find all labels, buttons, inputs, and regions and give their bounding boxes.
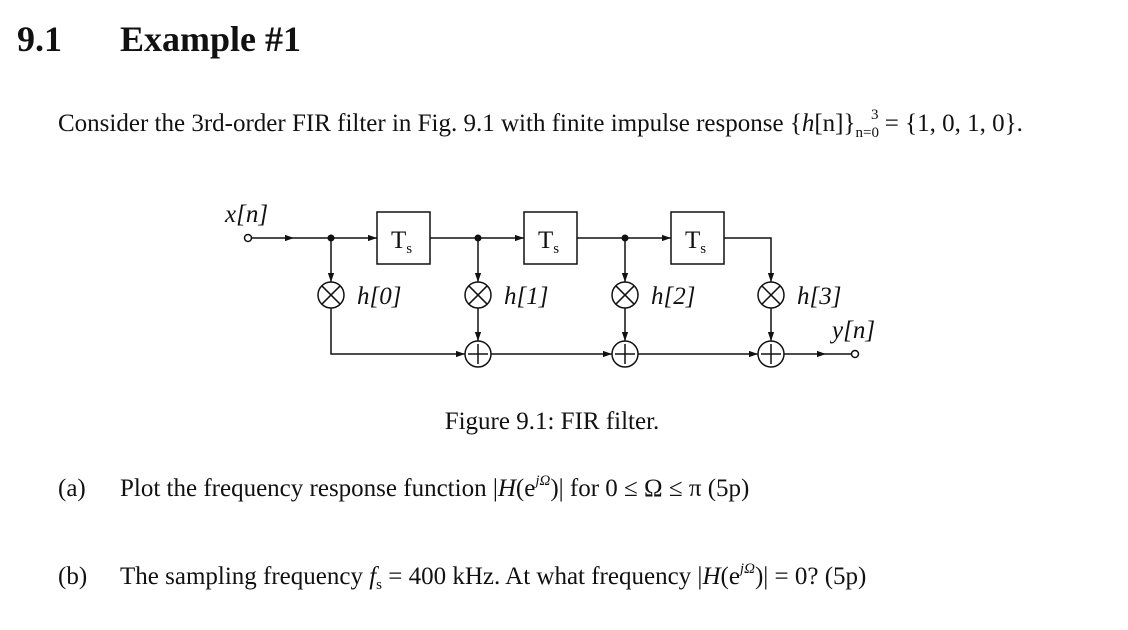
adder-2 [611, 340, 639, 368]
delay-block-2 [523, 211, 578, 265]
question-a-e: (e [515, 475, 536, 502]
question-a-exponent: jΩ [535, 473, 551, 489]
coefficient-label-2: h[2] [651, 283, 695, 310]
output-label: y[n] [829, 317, 875, 344]
question-b-H: H [702, 563, 721, 590]
multiplier-3 [757, 281, 785, 309]
question-b-exponent: jΩ [739, 561, 755, 577]
adder-3 [757, 340, 785, 368]
question-b-e: (e [720, 563, 740, 590]
wire-to-mult-3 [724, 237, 775, 282]
figure-caption: Figure 9.1: FIR filter. [444, 408, 660, 435]
intro-equation: = {1, 0, 1, 0}. [878, 110, 1023, 137]
input-label: x[n] [224, 201, 268, 228]
delay-label-1-sub: s [406, 241, 412, 257]
question-b-before: The sampling frequency [120, 563, 370, 590]
intro-subscript: n=0 [855, 125, 879, 141]
question-b-f: f [369, 563, 377, 590]
question-b-after: )| = 0? (5p) [754, 563, 867, 590]
mult-0-to-adder-1 [330, 308, 465, 358]
output-terminal [850, 349, 860, 359]
section-number: 9.1 [17, 19, 62, 59]
section-heading: 9.1 Example #1 [17, 18, 301, 60]
intro-n: [n] [814, 110, 844, 137]
delay-label-3-sub: s [700, 241, 706, 257]
junction-dot-2 [621, 234, 629, 242]
question-a: (a) Plot the frequency response function … [58, 473, 749, 503]
intro-superscript: 3 [870, 107, 879, 123]
intro-close: } [843, 110, 856, 137]
coefficient-label-3: h[3] [797, 283, 841, 310]
junction-dot-1 [474, 234, 482, 242]
multiplier-1 [464, 281, 492, 309]
question-b-label: (b) [58, 563, 88, 590]
adder-1 [464, 340, 492, 368]
delay-label-2-t: T [538, 227, 553, 254]
multiplier-2 [611, 281, 639, 309]
intro-h: h [801, 110, 815, 137]
intro-paragraph: Consider the 3rd-order FIR filter in Fig… [58, 98, 1058, 150]
input-terminal [243, 233, 253, 243]
delay-label-2: Ts [538, 227, 559, 257]
intro-text: Consider the 3rd-order FIR filter in Fig… [58, 110, 802, 137]
coefficient-label-0: h[0] [357, 283, 401, 310]
question-a-after: )| for 0 ≤ Ω ≤ π (5p) [550, 475, 750, 502]
question-b-fsub: s [376, 577, 383, 593]
delay-label-1-t: T [391, 227, 406, 254]
junction-dot-0 [327, 234, 335, 242]
delay-label-1: Ts [391, 227, 412, 257]
delay-label-2-sub: s [553, 241, 559, 257]
fir-filter-diagram: x[n] y[n] Ts Ts Ts h[0] h[1] h[2] h[3] [224, 201, 875, 368]
question-a-before: Plot the frequency response function | [120, 475, 498, 502]
delay-block-1 [376, 211, 431, 265]
multiplier-0 [317, 281, 345, 309]
question-a-label: (a) [58, 475, 86, 502]
question-b-mid: = 400 kHz. At what frequency | [382, 563, 703, 590]
question-b: (b) The sampling frequency fs = 400 kHz. … [58, 561, 866, 594]
coefficient-label-1: h[1] [504, 283, 548, 310]
delay-label-3: Ts [685, 227, 706, 257]
delay-label-3-t: T [685, 227, 700, 254]
section-title: Example #1 [120, 19, 302, 59]
question-a-H: H [497, 475, 516, 502]
